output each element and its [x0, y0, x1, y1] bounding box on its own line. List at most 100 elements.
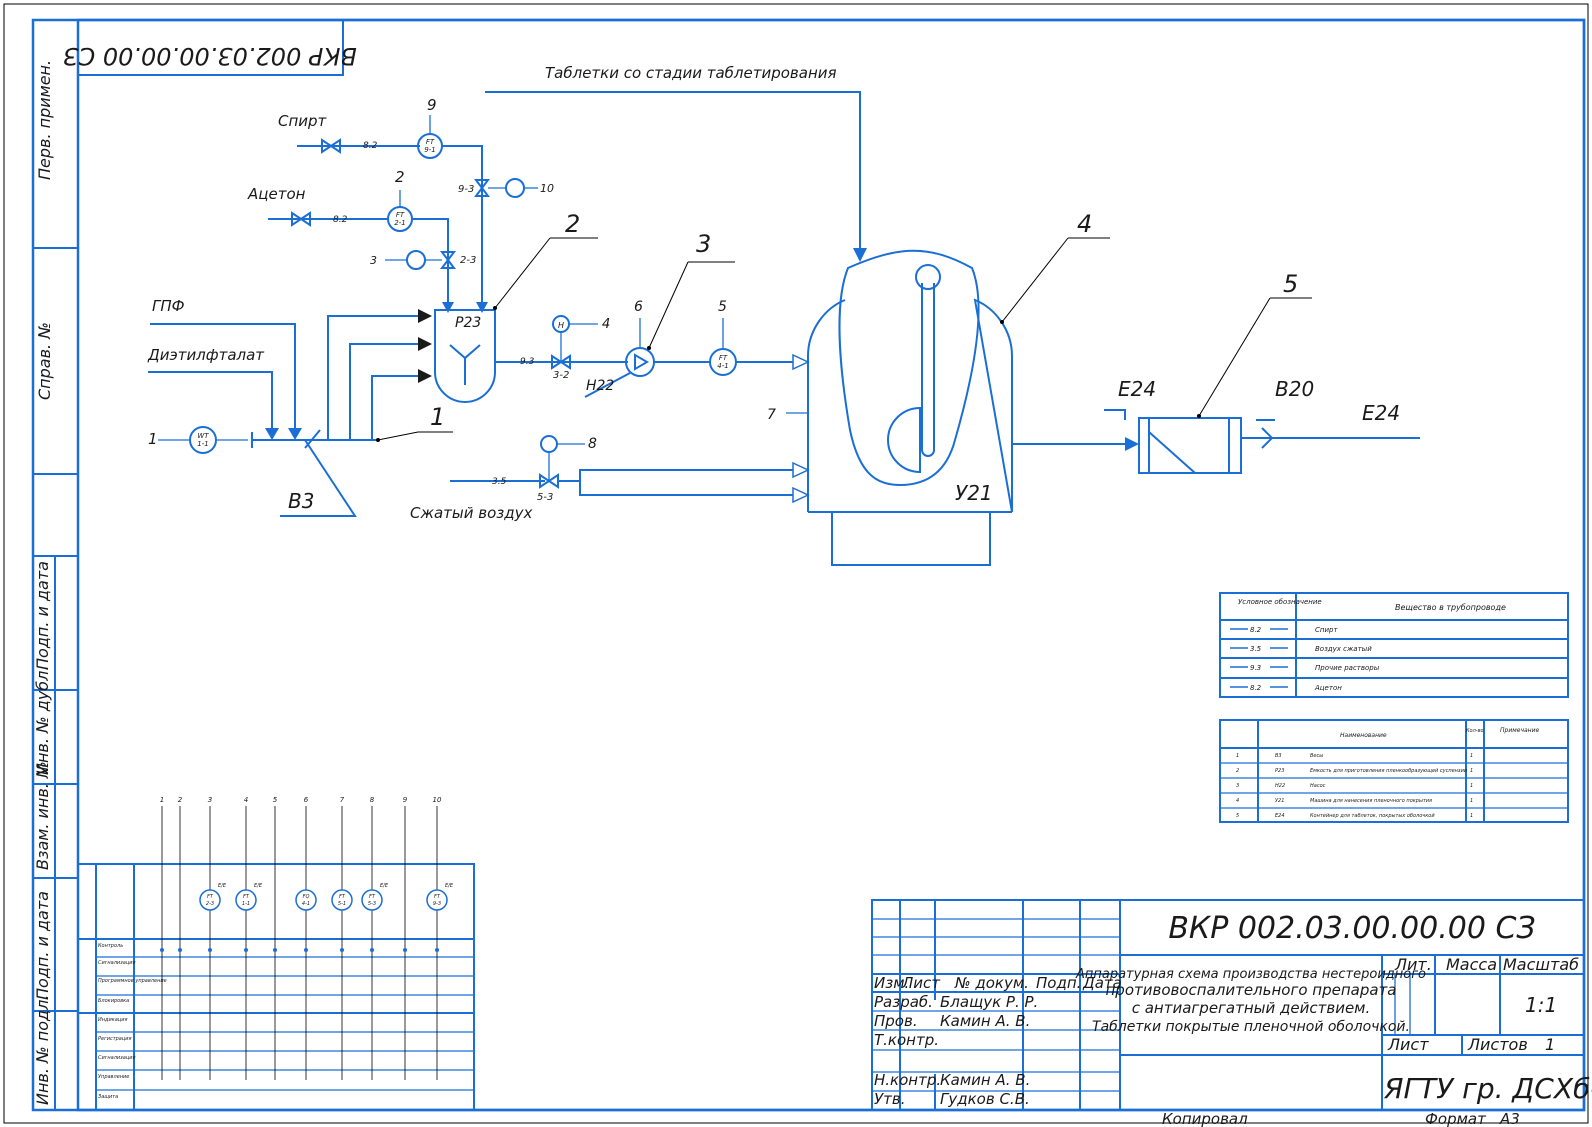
valve-icon: [291, 211, 311, 227]
reactor-r23: [434, 309, 496, 403]
column-number: 1: [160, 796, 164, 804]
item-label: 6: [634, 299, 643, 315]
h-tag: Н: [558, 321, 564, 330]
title-line: Аппаратурная схема производства нестерои…: [1075, 967, 1426, 982]
spec-name: Весы: [1310, 753, 1323, 759]
outer-trim-frame: [3, 3, 1589, 1124]
col-header: Изм.: [874, 974, 909, 992]
valve-icon: [551, 354, 571, 370]
valve-tag: 9-3: [458, 184, 474, 195]
scale-b3: [280, 439, 357, 517]
spec-qty: 1: [1470, 813, 1473, 819]
side-label: Подп. и дата: [33, 891, 52, 1000]
spec-qty: 1: [1470, 768, 1473, 774]
instr-sub: 1-1: [197, 440, 208, 448]
line-code: 8.2: [333, 215, 348, 225]
stream-label-acetone: Ацетон: [247, 185, 306, 203]
side-label: Справ. №: [35, 322, 54, 400]
signal-dot: [160, 948, 164, 952]
column-number: 9: [403, 796, 408, 804]
actuator-icon: [406, 250, 426, 270]
spec-n: 5: [1236, 813, 1239, 819]
spec-name: Машина для нанесения пленочного покрытия: [1310, 798, 1432, 804]
equipment-label: Н22: [586, 378, 614, 394]
spec-code: Р23: [1275, 768, 1284, 774]
callout: 5: [1283, 270, 1298, 298]
signal-dot: [208, 948, 212, 952]
valve-icon: [539, 473, 559, 489]
spec-qty: 1: [1470, 753, 1473, 759]
arrow-icon: [442, 302, 454, 313]
device-tag: FT: [434, 894, 441, 900]
stream-label-v20: В20: [1275, 377, 1314, 401]
spec-header: Кол-во: [1466, 728, 1484, 734]
coater-drum: [838, 249, 980, 487]
role-name: Камин А. В.: [940, 1071, 1030, 1089]
col-header: № докум.: [954, 974, 1029, 992]
stream-label-spirit: Спирт: [278, 112, 328, 130]
legend-name: Спирт: [1315, 626, 1338, 634]
device-sub: 5-1: [338, 901, 346, 907]
item-label: 8: [588, 436, 597, 452]
feed-line-3: [371, 375, 418, 440]
inner-frame-left-strip: [31, 18, 1586, 1112]
drawing-frame: [76, 18, 1586, 1112]
equipment-label: В3: [288, 489, 314, 513]
instr-sub: 9-1: [424, 146, 435, 154]
lit-label: Лит.: [1394, 955, 1432, 974]
spec-name: Контейнер для таблеток, покрытых оболочк…: [1310, 813, 1435, 819]
format-label: Формат: [1425, 1110, 1487, 1127]
legend-name: Прочие растворы: [1315, 664, 1380, 672]
legend-code: 8.2: [1250, 626, 1262, 634]
item-label: 3: [370, 254, 377, 267]
arrow-icon: [792, 461, 810, 479]
row-label: Программное управление: [98, 978, 167, 984]
column-number: 4: [244, 796, 248, 804]
side-label: Перв. примен.: [35, 60, 54, 180]
sheets-label: Листов: [1467, 1035, 1528, 1054]
stream-label-gpf: ГПФ: [152, 297, 185, 315]
row-label: Контроль: [98, 943, 123, 949]
spirit-down-line: [442, 145, 483, 305]
spec-qty: 1: [1470, 783, 1473, 789]
signal-dot: [178, 948, 182, 952]
spec-code: У21: [1275, 798, 1284, 804]
organization: ЯГТУ гр. ДСХб-40: [1383, 1072, 1592, 1105]
signal-dot: [244, 948, 248, 952]
automation-device-icon: [331, 889, 353, 911]
legend-header: Условное обозначение: [1238, 598, 1322, 606]
title-designation: ВКР 002.03.00.00.00 СЗ: [1168, 911, 1535, 946]
device-tag: FT: [369, 894, 376, 900]
diethyl-line: [148, 371, 273, 430]
actuator-icon: [540, 435, 558, 453]
actuator-icon: [505, 178, 525, 198]
row-label: Управление: [98, 1074, 129, 1080]
valve-icon: [440, 251, 456, 269]
scale-label: Масштаб: [1503, 955, 1579, 974]
arrow-icon: [418, 369, 432, 383]
col-header: Лист: [901, 974, 941, 992]
pump-n22: [625, 347, 655, 377]
feed-line-2: [349, 343, 418, 440]
coater-base: [831, 511, 991, 566]
spray-nozzle-icon: [887, 406, 921, 474]
valve-tag: 3-2: [553, 370, 569, 381]
spec-n: 3: [1236, 783, 1239, 789]
instr-sub: 4-1: [717, 362, 728, 370]
instr-sub: 2-1: [394, 219, 405, 227]
signal-dot: [435, 948, 439, 952]
device-sub: 4-1: [302, 901, 310, 907]
instr-num: 2: [395, 168, 405, 186]
acetone-down-line: [412, 218, 449, 305]
col-header: Подп.: [1036, 974, 1081, 992]
column-number: 5: [273, 796, 278, 804]
role-label: Разраб.: [874, 993, 933, 1011]
automation-device-icon: [295, 889, 317, 911]
role-label: Т.контр.: [874, 1031, 939, 1049]
item-label: 7: [767, 407, 776, 423]
valve-tag: 2-3: [460, 255, 476, 266]
arrow-icon: [476, 302, 488, 313]
spec-name: Емкость для приготовления пленкообразующ…: [1310, 768, 1468, 774]
spray-arm: [921, 283, 935, 457]
